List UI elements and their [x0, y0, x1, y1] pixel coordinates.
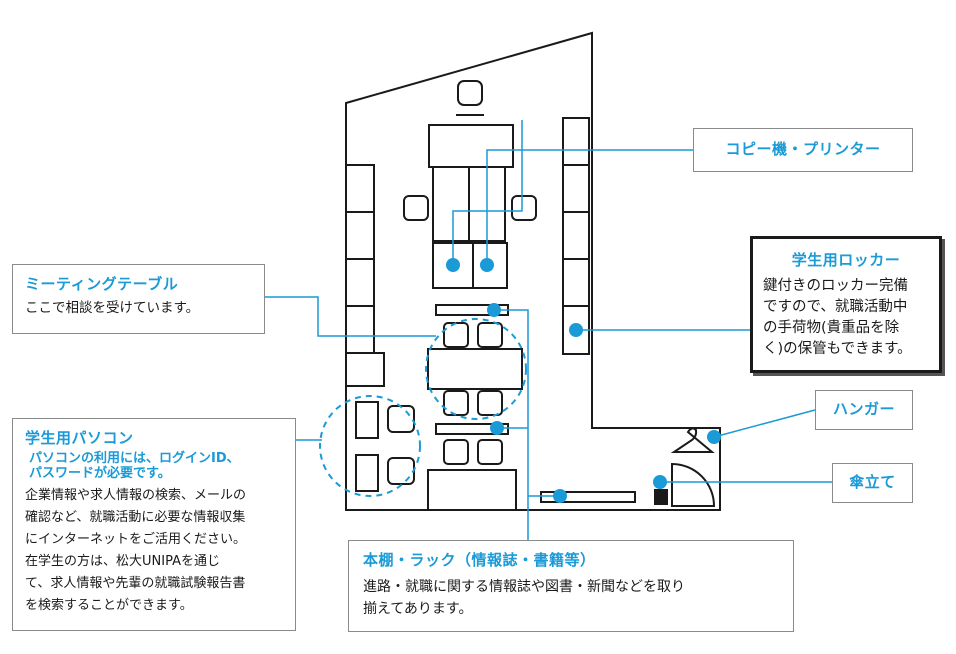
callout-umbrella: 傘立て — [832, 463, 913, 503]
office-chair-top — [457, 80, 483, 106]
callout-pc: 学生用パソコン パソコンの利用には、ログインID、 パスワードが必要です。 企業… — [12, 418, 296, 631]
pc-title: 学生用パソコン — [25, 429, 134, 447]
callout-printer: コピー機・プリンター — [693, 128, 913, 172]
table-bottom — [427, 469, 517, 511]
pc-desk-bottom — [355, 454, 379, 492]
shelf-text: 進路・就職に関する情報誌や図書・新聞などを取り 揃えてあります。 — [363, 579, 685, 617]
meeting-area-highlight — [425, 318, 527, 420]
shelf-title: 本棚・ラック（情報誌・書籍等） — [363, 551, 596, 569]
umbrella-stand — [654, 489, 668, 505]
printer-title: コピー機・プリンター — [725, 140, 881, 158]
room-wall — [345, 31, 721, 511]
pc-login-note: パソコンの利用には、ログインID、 パスワードが必要です。 — [29, 451, 240, 481]
locker-title: 学生用ロッカー — [791, 251, 901, 269]
callout-meeting: ミーティングテーブル ここで相談を受けています。 — [12, 264, 265, 334]
rack-middle — [435, 423, 509, 435]
rack-bottom — [540, 491, 636, 503]
callout-shelf: 本棚・ラック（情報誌・書籍等） 進路・就職に関する情報誌や図書・新聞などを取り … — [348, 540, 794, 632]
callout-hanger: ハンガー — [815, 390, 913, 430]
door — [671, 462, 716, 507]
student-lockers — [562, 117, 590, 355]
chair-left — [403, 195, 429, 221]
hanger-icon — [670, 427, 715, 453]
desk-top — [428, 124, 514, 168]
hanger-title: ハンガー — [832, 400, 895, 418]
pc-desk-top — [355, 401, 379, 439]
meeting-table — [427, 348, 523, 390]
pc-area-highlight — [319, 395, 421, 497]
locker-text: 鍵付きのロッカー完備 ですので、就職活動中 の手荷物(貴重品を除 く)の保管もで… — [763, 278, 912, 357]
left-cabinet — [345, 352, 385, 387]
pc-text: 企業情報や求人情報の検索、メールの 確認など、就職活動に必要な情報収集 にインタ… — [25, 488, 247, 613]
umbrella-title: 傘立て — [849, 473, 896, 491]
meeting-text: ここで相談を受けています。 — [25, 300, 200, 316]
printer — [472, 242, 508, 289]
chair-right — [511, 195, 537, 221]
meeting-title: ミーティングテーブル — [25, 275, 179, 293]
desk-left — [432, 166, 470, 242]
callout-locker: 学生用ロッカー 鍵付きのロッカー完備 ですので、就職活動中 の手荷物(貴重品を除… — [750, 236, 942, 373]
